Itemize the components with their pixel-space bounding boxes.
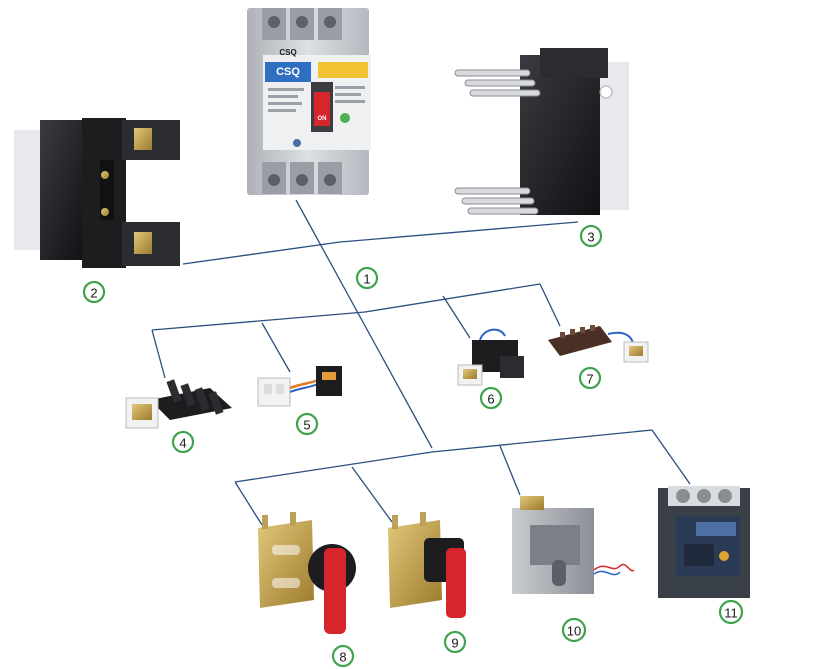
shunt-release-6 — [457, 328, 524, 386]
badge-2: 2 — [82, 280, 106, 304]
badge-8-text: 8 — [339, 650, 346, 665]
badge-1: 1 — [355, 266, 379, 290]
badge-8: 8 — [331, 644, 355, 668]
rear-connection-2 — [14, 118, 180, 268]
badge-6: 6 — [479, 386, 503, 410]
base-body — [520, 55, 600, 215]
breaker-handle — [314, 92, 330, 126]
badge-1-text: 1 — [363, 272, 370, 287]
breaker-top-terminals — [262, 8, 342, 40]
badge-9: 9 — [443, 630, 467, 654]
badge-5-text: 5 — [303, 418, 310, 433]
badge-3-text: 3 — [587, 230, 594, 245]
block-body — [40, 120, 86, 260]
breaker-1: CSQ CSQ ON — [247, 8, 371, 195]
motor-operator-10 — [512, 496, 635, 594]
breaker-bottom-terminals — [262, 162, 342, 194]
badge-7: 7 — [578, 366, 602, 390]
electronic-breaker-11 — [658, 486, 750, 598]
plug-in-base-3 — [454, 48, 629, 215]
badge-10-text: 10 — [567, 624, 581, 639]
badge-9-text: 9 — [451, 636, 458, 651]
base-plate — [595, 62, 629, 210]
test-button — [340, 113, 350, 123]
breaker-on-label: ON — [318, 116, 327, 122]
badge-6-text: 6 — [487, 392, 494, 407]
brand-strip — [265, 62, 311, 82]
badge-3: 3 — [579, 224, 603, 248]
badge-10: 10 — [561, 617, 587, 643]
breaker-label-text — [268, 86, 365, 112]
alarm-contact-5 — [257, 366, 342, 407]
rotary-handle-9 — [388, 512, 466, 618]
undervoltage-release-7 — [548, 325, 649, 363]
auxiliary-contact-4 — [125, 379, 232, 429]
connection-lines — [151, 199, 691, 526]
rating-strip — [318, 62, 368, 78]
badge-7-text: 7 — [586, 372, 593, 387]
breaker-top-label: CSQ — [279, 48, 296, 57]
breaker-screw — [293, 139, 301, 147]
top-studs — [454, 69, 541, 97]
bottom-studs — [454, 187, 539, 215]
rotary-handle-8 — [258, 512, 356, 634]
badge-5: 5 — [295, 412, 319, 436]
badge-2-text: 2 — [90, 286, 97, 301]
badge-11-text: 11 — [724, 606, 738, 621]
badge-4: 4 — [171, 430, 195, 454]
breaker-brand: CSQ — [276, 66, 300, 78]
badge-11: 11 — [718, 599, 744, 625]
badge-4-text: 4 — [179, 436, 186, 451]
